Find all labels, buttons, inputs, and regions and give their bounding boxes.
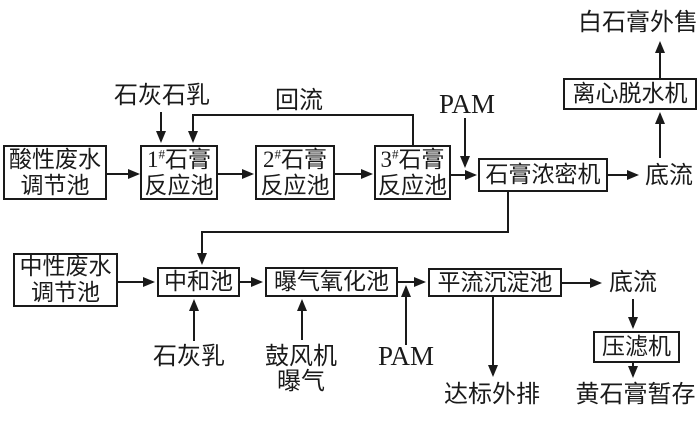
gypsum-reactor3-box: 3#石膏 反应池 (374, 145, 451, 200)
gypsum-reactor3-label-line1: 3#石膏 (380, 145, 445, 172)
acid-wastewater-tank-label-line1: 酸性废水 (9, 146, 101, 172)
white-gypsum-sale-label: 白石膏外售 (578, 10, 698, 36)
blower-aeration-label-line2: 曝气 (277, 369, 325, 395)
underflow-bottom-label: 底流 (609, 270, 657, 296)
yellow-gypsum-storage-label: 黄石膏暂存 (575, 382, 696, 408)
horizontal-sedimentation-tank-label: 平流沉淀池 (437, 269, 553, 295)
arrow-thickener-overflow-to-neutralization (197, 192, 509, 265)
neutral-wastewater-tank-box: 中性废水 调节池 (13, 253, 118, 307)
underflow-top-label: 底流 (645, 163, 693, 189)
neutralization-tank-label: 中和池 (164, 269, 233, 294)
lime-milk-label: 石灰乳 (153, 344, 225, 370)
aeration-oxidation-tank-label: 曝气氧化池 (274, 269, 389, 294)
neutral-wastewater-tank-label-line2: 调节池 (31, 280, 100, 305)
pam-top-label: PAM (438, 89, 496, 119)
gypsum-reactor1-label-line2: 反应池 (144, 172, 214, 198)
reflux-label: 回流 (275, 88, 323, 114)
blower-aeration-label: 鼓风机 曝气 (261, 345, 341, 395)
acid-wastewater-tank-box: 酸性废水 调节池 (3, 145, 107, 200)
gypsum-reactor1-box: 1#石膏 反应池 (140, 145, 218, 200)
gypsum-reactor1-label-line1: 1#石膏 (147, 145, 211, 172)
gypsum-thickener-box: 石膏浓密机 (478, 158, 608, 192)
filter-press-label: 压滤机 (602, 334, 671, 359)
limestone-milk-label: 石灰石乳 (114, 83, 210, 109)
aeration-oxidation-tank-box: 曝气氧化池 (265, 267, 398, 297)
centrifugal-dewaterer-label: 离心脱水机 (572, 81, 688, 106)
discharge-label: 达标外排 (444, 382, 540, 408)
horizontal-sedimentation-tank-box: 平流沉淀池 (428, 268, 562, 297)
gypsum-thickener-label: 石膏浓密机 (485, 162, 601, 187)
acid-wastewater-tank-label-line2: 调节池 (20, 172, 90, 198)
gypsum-reactor2-box: 2#石膏 反应池 (255, 145, 335, 200)
gypsum-reactor3-label-line2: 反应池 (378, 172, 447, 198)
neutral-wastewater-tank-label-line1: 中性废水 (19, 254, 112, 279)
centrifugal-dewaterer-box: 离心脱水机 (563, 78, 697, 110)
gypsum-reactor2-label-line1: 2#石膏 (263, 145, 327, 172)
blower-aeration-label-line1: 鼓风机 (265, 344, 337, 370)
filter-press-box: 压滤机 (593, 331, 680, 363)
pam-bottom-label: PAM (377, 341, 435, 371)
neutralization-tank-box: 中和池 (157, 267, 240, 297)
arrow-reflux-return (188, 114, 414, 145)
gypsum-reactor2-label-line2: 反应池 (260, 172, 330, 198)
